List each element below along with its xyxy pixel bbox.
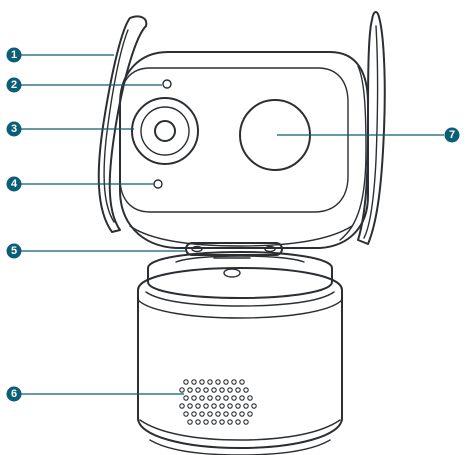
speaker-hole [215,411,221,417]
light-sensor-top [162,79,172,89]
callout-badge-2: 2 [6,77,22,93]
speaker-hole [227,403,233,409]
callout-label: 3 [11,123,17,135]
speaker-hole [207,411,213,417]
speaker-hole [211,419,217,425]
callout-badge-4: 4 [6,176,22,192]
speaker-hole [243,403,249,409]
speaker-hole [203,403,209,409]
speaker-hole [183,395,189,401]
callout-badge-7: 7 [444,127,460,143]
speaker-hole [247,395,253,401]
leader-lines [21,54,444,395]
left-antenna [97,15,148,233]
speaker-hole [179,387,185,393]
memory-card-slot [185,242,283,259]
right-antenna [357,11,386,245]
camera-neck [147,251,333,299]
speaker-hole [227,387,233,393]
speaker-hole [251,403,257,409]
speaker-hole [215,395,221,401]
speaker-hole [187,419,193,425]
speaker-hole [223,411,229,417]
speaker-hole [235,403,241,409]
speaker-hole [231,379,237,385]
speaker-hole [195,403,201,409]
speaker-hole [239,411,245,417]
speaker-hole [219,387,225,393]
speaker-hole [203,387,209,393]
speaker-hole [231,395,237,401]
callout-label: 6 [11,388,17,400]
camera-base [137,267,343,455]
speaker-hole [211,387,217,393]
callout-badge-5: 5 [6,243,22,259]
speaker-hole [243,387,249,393]
microphone-hole [153,179,163,189]
speaker-hole [231,411,237,417]
speaker-hole [243,419,249,425]
callout-label: 2 [11,79,17,91]
speaker-hole [219,419,225,425]
speaker-hole [239,395,245,401]
callout-label: 5 [11,245,17,257]
callout-badge-3: 3 [6,121,22,137]
speaker-hole [219,403,225,409]
speaker-hole [179,403,185,409]
speaker-hole [191,411,197,417]
speaker-hole [195,419,201,425]
speaker-hole [187,403,193,409]
callout-label: 7 [449,129,455,141]
speaker-hole [215,379,221,385]
callout-label: 4 [11,178,18,190]
speaker-hole [227,419,233,425]
camera-lens [131,97,199,165]
speaker-hole [195,387,201,393]
speaker-hole [199,395,205,401]
speaker-hole [207,379,213,385]
speaker-grille [179,379,257,425]
speaker-hole [187,387,193,393]
speaker-hole [191,395,197,401]
speaker-hole [207,395,213,401]
speaker-hole [199,411,205,417]
camera-head [119,51,369,249]
speaker-hole [235,387,241,393]
speaker-hole [235,419,241,425]
speaker-hole [183,411,189,417]
speaker-hole [183,379,189,385]
speaker-hole [239,379,245,385]
speaker-hole [203,419,209,425]
speaker-hole [199,379,205,385]
callout-badge-1: 1 [6,47,22,63]
callout-badge-6: 6 [6,386,22,402]
speaker-hole [223,379,229,385]
speaker-hole [223,395,229,401]
speaker-hole [247,411,253,417]
callout-label: 1 [11,49,17,61]
speaker-hole [211,403,217,409]
speaker-hole [191,379,197,385]
